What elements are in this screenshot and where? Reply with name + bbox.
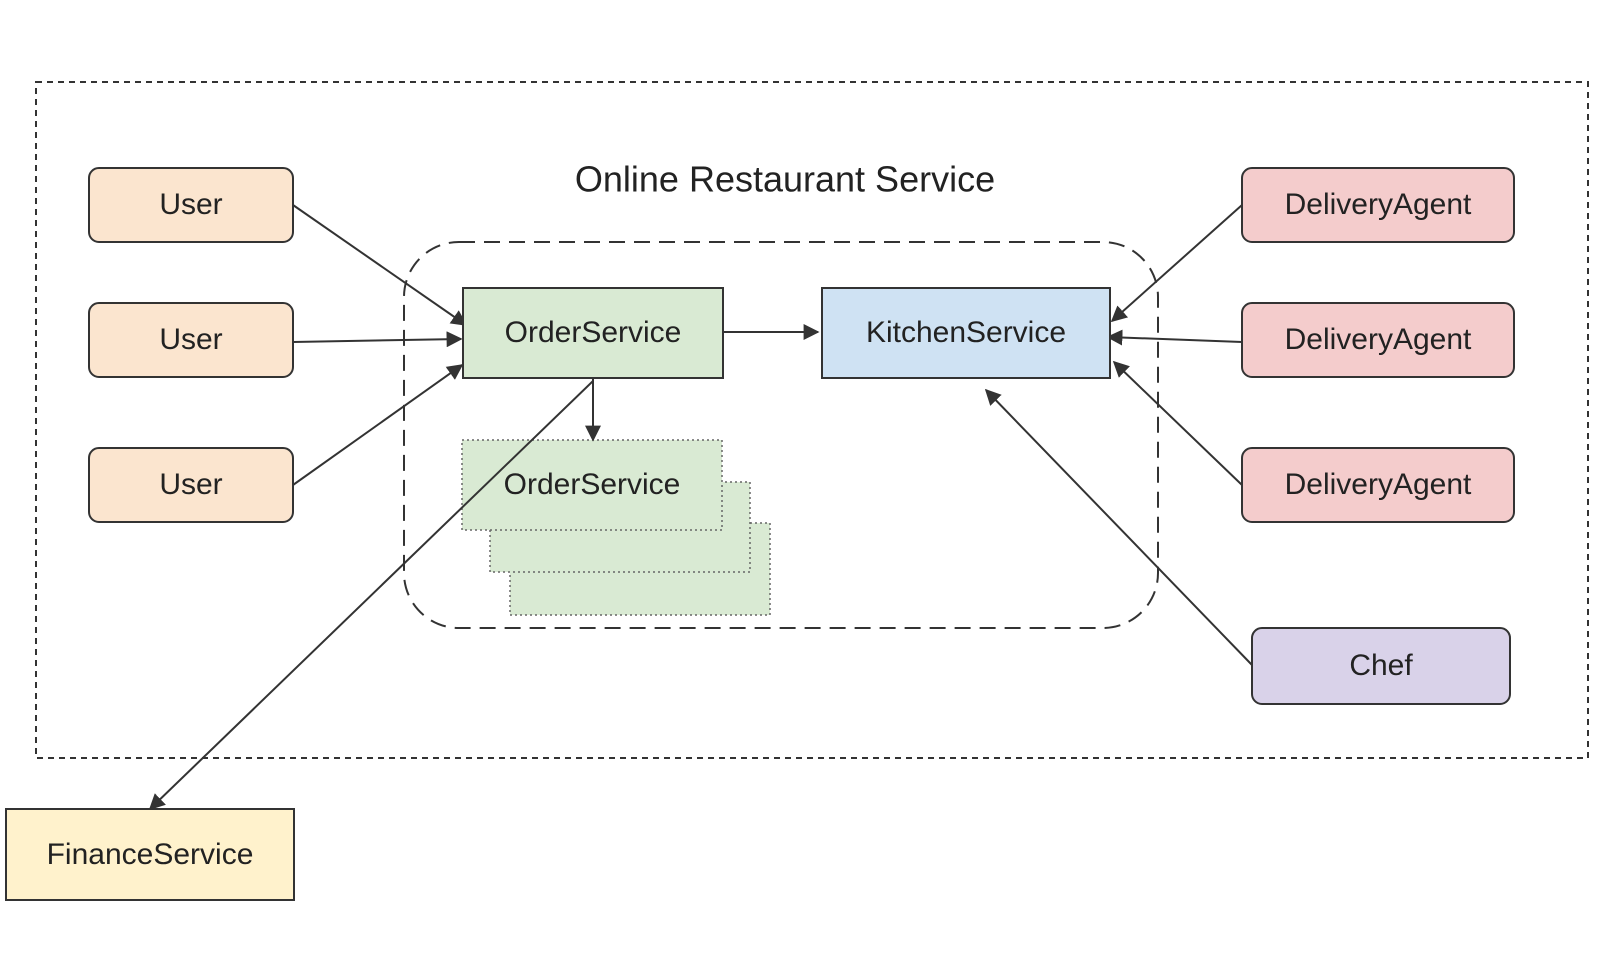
order-service-node: OrderService [462,287,724,379]
kitchen-service-box [821,287,1111,379]
edge-user-3-to-order-service [292,364,464,486]
user-box-3 [88,447,294,523]
delivery-agent-box-3 [1241,447,1515,523]
kitchen-service-node: KitchenService [821,287,1111,379]
user-label-2: User [159,323,222,356]
edge-user-1-to-order-service [292,204,468,326]
order-service-replica-label: OrderService [504,468,681,501]
system-boundary [35,81,1589,759]
service-boundary [403,241,1159,629]
order-service-replica-node: OrderService [461,439,723,531]
edge-delivery-agent-3-to-kitchen-service [1112,360,1243,486]
delivery-agent-box-1 [1241,167,1515,243]
chef-node: Chef [1251,627,1511,705]
user-node-1: User [88,167,294,243]
user-node-2: User [88,302,294,378]
kitchen-service-label: KitchenService [866,316,1066,349]
edges [148,204,1253,811]
edge-chef-to-kitchen-service [984,388,1253,666]
finance-service-label: FinanceService [47,838,254,871]
user-box-1 [88,167,294,243]
delivery-agent-node-3: DeliveryAgent [1241,447,1515,523]
diagram-title: Online Restaurant Service [575,159,995,200]
order-service-label: OrderService [505,316,682,349]
edge-delivery-agent-2-to-kitchen-service [1106,329,1243,346]
delivery-agent-node-2: DeliveryAgent [1241,302,1515,378]
edge-order-service-to-finance-service [148,380,594,811]
delivery-agent-box-2 [1241,302,1515,378]
delivery-agent-label-3: DeliveryAgent [1285,468,1472,501]
user-node-3: User [88,447,294,523]
chef-box [1251,627,1511,705]
finance-service-node: FinanceService [5,808,295,901]
user-label-3: User [159,468,222,501]
order-service-box [462,287,724,379]
edge-user-2-to-order-service [292,331,463,348]
edge-delivery-agent-1-to-kitchen-service [1110,204,1243,323]
user-label-1: User [159,188,222,221]
delivery-agent-node-1: DeliveryAgent [1241,167,1515,243]
chef-label: Chef [1349,649,1413,682]
finance-service-box [5,808,295,901]
delivery-agent-label-1: DeliveryAgent [1285,188,1472,221]
delivery-agent-label-2: DeliveryAgent [1285,323,1472,356]
user-box-2 [88,302,294,378]
